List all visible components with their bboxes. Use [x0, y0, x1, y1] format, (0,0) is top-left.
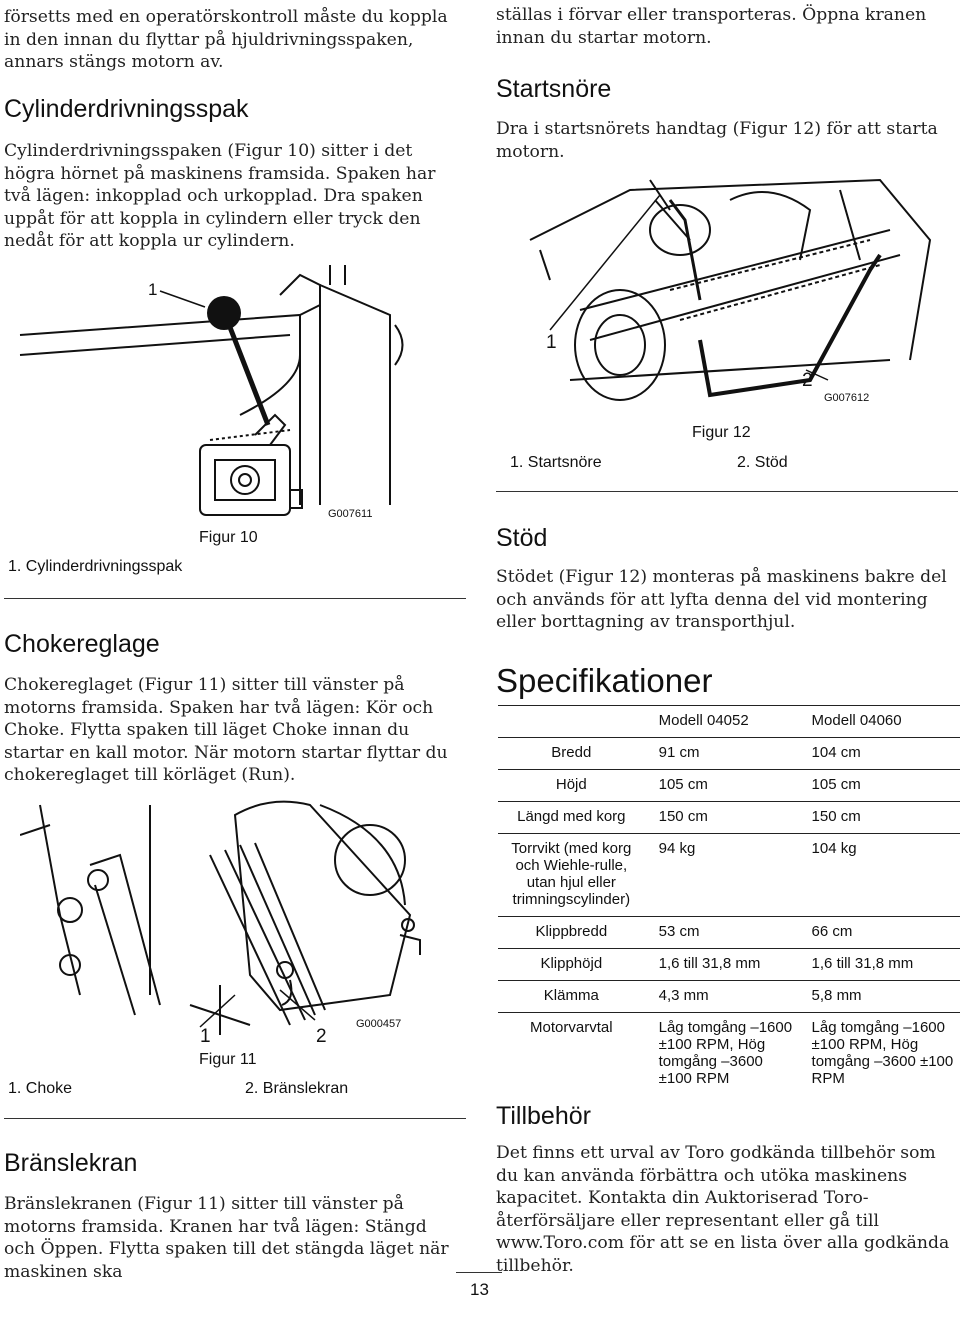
cell-value: 150 cm [799, 801, 960, 834]
fig11-callout-2: 2 [316, 1026, 327, 1047]
row-label: Klämma [498, 980, 645, 1013]
page-number-rule [456, 1272, 502, 1273]
fig10-caption: Figur 10 [199, 529, 258, 546]
figure-11-illustration: G000457 [20, 800, 421, 1035]
cell-value: 94 kg [644, 833, 800, 917]
row-label: Klippbredd [498, 916, 645, 949]
table-row: Klipphöjd 1,6 till 31,8 mm 1,6 till 31,8… [498, 948, 960, 981]
accessories-paragraph: Det finns ett urval av Toro godkända til… [496, 1143, 950, 1276]
heading-accessories: Tillbehör [496, 1102, 591, 1130]
starter-rope-paragraph: Dra i startsnörets handtag (Figur 12) fö… [496, 119, 938, 162]
table-row: Höjd 105 cm 105 cm [498, 769, 960, 802]
cell-value: 104 kg [799, 833, 960, 917]
table-header-row: Modell 04052 Modell 04060 [498, 705, 960, 738]
cylinder-lever-paragraph: Cylinderdrivningsspaken (Figur 10) sitte… [4, 141, 436, 251]
page-number: 13 [470, 1280, 489, 1299]
heading-fuel-valve: Bränslekran [4, 1149, 138, 1177]
fig11-caption: Figur 11 [199, 1051, 257, 1068]
intro-paragraph: försetts med en operatörskontroll måste … [4, 7, 448, 72]
fuel-valve-paragraph: Bränslekranen (Figur 11) sitter till vän… [4, 1194, 449, 1282]
fig11-legend-2: 2. Bränslekran [245, 1080, 349, 1097]
cell-value: 1,6 till 31,8 mm [799, 948, 960, 981]
table-row: Klippbredd 53 cm 66 cm [498, 916, 960, 949]
divider [4, 1118, 466, 1119]
fig12-legend-2: 2. Stöd [737, 454, 788, 471]
fig12-legend-1: 1. Startsnöre [510, 454, 602, 471]
cell-value: 105 cm [799, 769, 960, 802]
row-label: Bredd [498, 737, 645, 770]
table-row: Längd med korg 150 cm 150 cm [498, 801, 960, 834]
heading-starter-rope: Startsnöre [496, 75, 612, 103]
cell-value: 5,8 mm [799, 980, 960, 1013]
heading-specifications: Specifikationer [496, 662, 713, 699]
column-header: Modell 04052 [644, 705, 800, 738]
stand-paragraph: Stödet (Figur 12) monteras på maskinens … [496, 567, 947, 632]
continued-paragraph: ställas i förvar eller transporteras. Öp… [496, 5, 927, 48]
row-label: Torrvikt (med korg och Wiehle-rulle, uta… [498, 833, 645, 917]
row-label: Längd med korg [498, 801, 645, 834]
fig11-callout-1: 1 [200, 1026, 211, 1047]
fig10-callout-1: 1 [148, 280, 157, 299]
figure-10-illustration: 1 G007611 [19, 265, 404, 520]
divider [4, 598, 466, 599]
cell-value: 1,6 till 31,8 mm [644, 948, 800, 981]
cell-value: Låg tomgång –1600 ±100 RPM, Hög tomgång … [799, 1012, 960, 1095]
cell-value: 150 cm [644, 801, 800, 834]
heading-choke: Chokereglage [4, 630, 160, 658]
specifications-table: Modell 04052 Modell 04060 Bredd 91 cm 10… [498, 705, 960, 1095]
fig11-code: G000457 [356, 1018, 401, 1030]
table-row: Motorvarvtal Låg tomgång –1600 ±100 RPM,… [498, 1012, 960, 1095]
choke-paragraph: Chokereglaget (Figur 11) sitter till vän… [4, 675, 448, 785]
table-row: Bredd 91 cm 104 cm [498, 737, 960, 770]
cell-value: 91 cm [644, 737, 800, 770]
heading-stand: Stöd [496, 524, 548, 552]
fig11-legend-1: 1. Choke [8, 1080, 73, 1097]
fig12-callout-2: 2 [802, 370, 813, 391]
heading-cylinder-lever: Cylinderdrivningsspak [4, 95, 249, 123]
row-label: Motorvarvtal [498, 1012, 645, 1095]
fig12-caption: Figur 12 [692, 424, 751, 441]
fig12-callout-1: 1 [546, 332, 557, 353]
cell-value: 4,3 mm [644, 980, 800, 1013]
row-label: Klipphöjd [498, 948, 645, 981]
cell-value: 104 cm [799, 737, 960, 770]
fig10-code: G007611 [328, 508, 372, 520]
fig10-legend: 1. Cylinderdrivningsspak [8, 558, 183, 575]
cell-value: 53 cm [644, 916, 800, 949]
cell-value: Låg tomgång –1600 ±100 RPM, Hög tomgång … [644, 1012, 800, 1095]
divider [496, 491, 958, 492]
cell-value: 66 cm [799, 916, 960, 949]
fig12-code: G007612 [824, 392, 869, 404]
table-row: Klämma 4,3 mm 5,8 mm [498, 980, 960, 1013]
table-row: Torrvikt (med korg och Wiehle-rulle, uta… [498, 833, 960, 917]
row-label: Höjd [498, 769, 645, 802]
lever-knob-icon [207, 296, 241, 330]
figure-12-illustration: G007612 [529, 178, 932, 404]
column-header: Modell 04060 [799, 705, 960, 738]
cell-value: 105 cm [644, 769, 800, 802]
